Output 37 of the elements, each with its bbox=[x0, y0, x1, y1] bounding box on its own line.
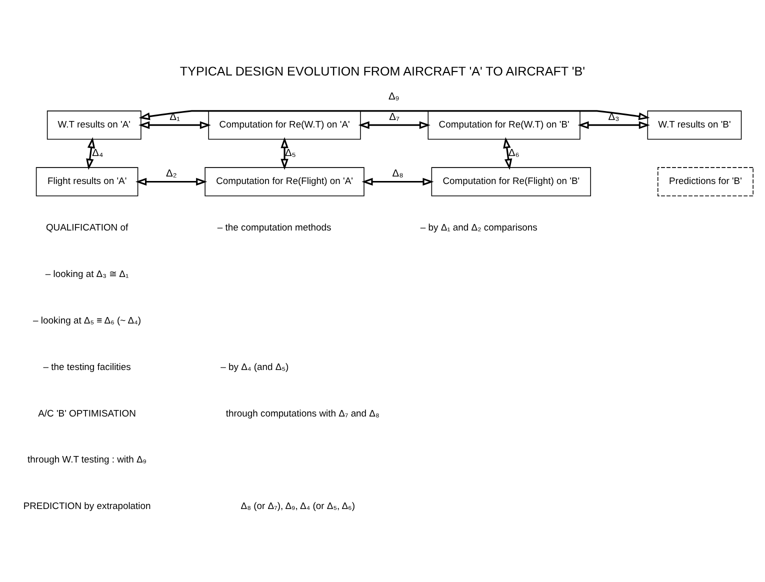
node-box: W.T results on 'B' bbox=[647, 110, 742, 140]
edge-label: Δ₄ bbox=[92, 148, 104, 159]
label: – the testing facilities bbox=[43, 361, 131, 372]
label: – the computation methods bbox=[217, 222, 332, 234]
edge-label: Δ₈ bbox=[392, 168, 404, 180]
label: QUALIFICATION of bbox=[46, 222, 128, 234]
label: – by Δ₄ (and Δ₅) bbox=[220, 361, 289, 372]
edge-label: Δ₆ bbox=[508, 148, 520, 159]
arrow bbox=[578, 120, 650, 128]
node-box: Computation for Re(W.T) on 'A' bbox=[208, 110, 361, 140]
label: – by Δ₁ and Δ₂ comparisons bbox=[420, 222, 538, 234]
label: – looking at Δ₃ ≅ Δ₁ bbox=[45, 268, 129, 280]
arrow bbox=[358, 120, 430, 128]
arrow bbox=[362, 177, 434, 186]
edge-label: Δ₂ bbox=[166, 168, 177, 180]
label: PREDICTION by extrapolation bbox=[23, 500, 151, 512]
node-box: Predictions for 'B' bbox=[657, 166, 754, 196]
label: through computations with Δ₇ and Δ₈ bbox=[226, 408, 380, 419]
label: Δ₈ (or Δ₇), Δ₉, Δ₄ (or Δ₅, Δ₆) bbox=[240, 500, 356, 512]
arrow bbox=[138, 120, 211, 128]
node-box: Computation for Re(Flight) on 'B' bbox=[431, 166, 591, 196]
arrow bbox=[280, 136, 288, 170]
node-box: W.T results on 'A' bbox=[46, 110, 142, 140]
node-box: Flight results on 'A' bbox=[36, 166, 138, 196]
label: – looking at Δ₅ ≡ Δ₆ (~ Δ₄) bbox=[33, 314, 142, 326]
edge-label: Δ₃ bbox=[608, 111, 620, 122]
arrow bbox=[503, 136, 512, 170]
node-box: Computation for Re(Flight) on 'A' bbox=[204, 166, 364, 196]
edge-label: Δ₉ bbox=[388, 90, 400, 102]
edge-label: Δ₇ bbox=[389, 111, 400, 122]
arrow bbox=[86, 136, 96, 170]
diagram-title: TYPICAL DESIGN EVOLUTION FROM AIRCRAFT 'A' TO AIRCRAFT 'B' bbox=[180, 64, 586, 78]
node-box: Computation for Re(W.T) on 'B' bbox=[428, 110, 580, 140]
arrow bbox=[136, 177, 208, 186]
label: through W.T testing : with Δ₉ bbox=[28, 454, 147, 466]
label: A/C 'B' OPTIMISATION bbox=[38, 408, 136, 419]
arrow bbox=[138, 110, 650, 120]
